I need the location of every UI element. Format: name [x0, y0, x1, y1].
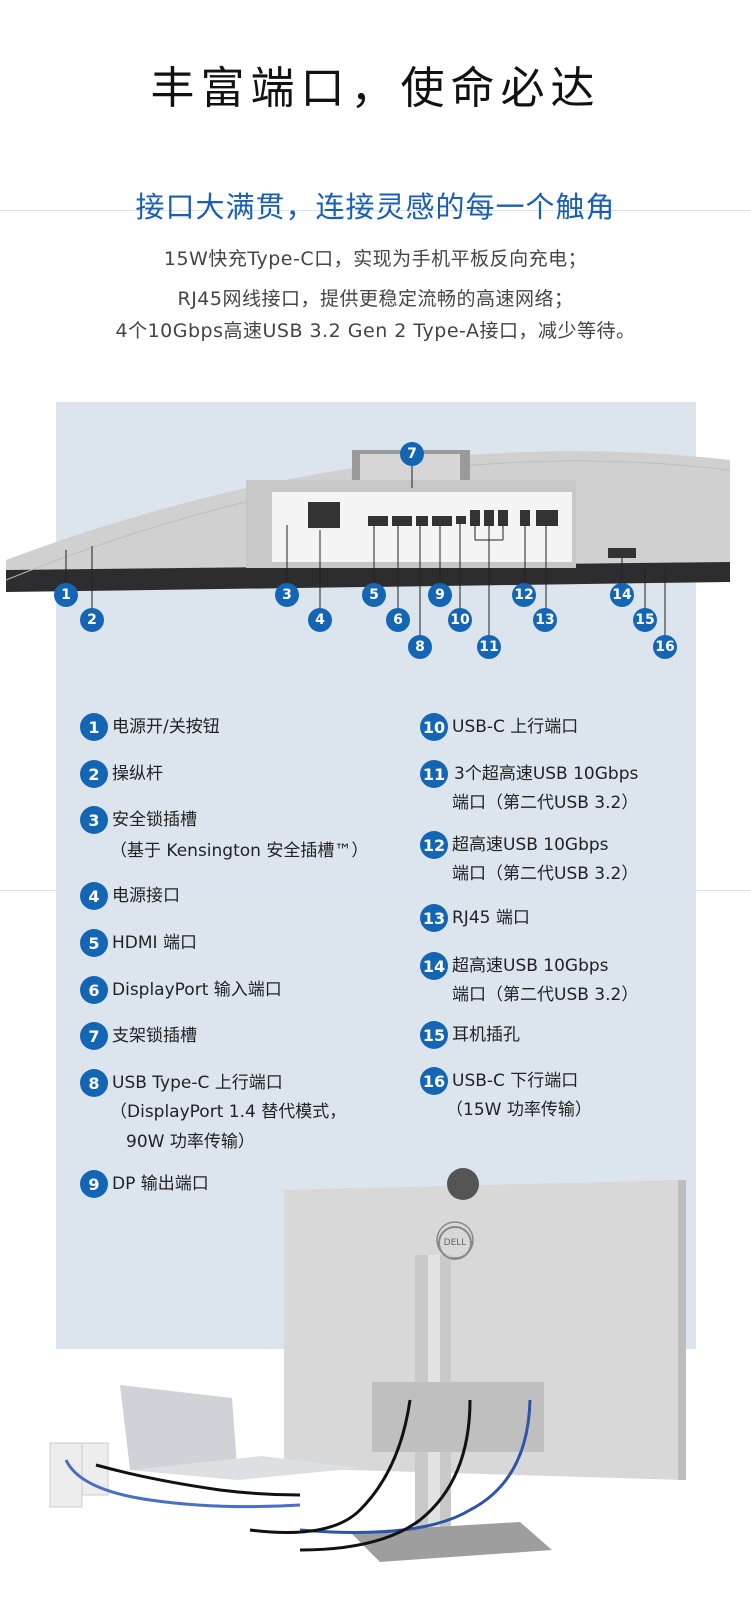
diagram-badge-13: 13 — [533, 608, 557, 632]
legend-label-3: 安全锁插槽 — [112, 810, 197, 830]
monitor-rear-diagram — [5, 450, 731, 635]
diagram-badge-8: 8 — [408, 635, 432, 659]
diagram-badge-5: 5 — [362, 583, 386, 607]
legend-badge-3: 3 — [80, 806, 108, 834]
feature-line-3: 4个10Gbps高速USB 3.2 Gen 2 Type-A接口，减少等待。 — [115, 320, 636, 342]
diagram-badge-7: 7 — [400, 442, 424, 466]
section-subtitle: 接口大满贯，连接灵感的每一个触角 — [135, 190, 616, 224]
legend-badge-13: 13 — [420, 904, 448, 932]
diagram-badge-14: 14 — [610, 583, 634, 607]
legend-badge-10: 10 — [420, 713, 448, 741]
diagram-badge-1: 1 — [54, 583, 78, 607]
legend-label-8: USB Type-C 上行端口 — [112, 1073, 283, 1093]
legend-badge-5: 5 — [80, 929, 108, 957]
diagram-badge-4: 4 — [308, 608, 332, 632]
legend-label-4: 电源接口 — [112, 886, 180, 906]
diagram-badge-10: 10 — [448, 608, 472, 632]
feature-line-1: 15W快充Type-C口，实现为手机平板反向充电； — [163, 248, 588, 270]
legend-label-10: USB-C 上行端口 — [452, 717, 579, 737]
legend-label-7: 支架锁插槽 — [112, 1026, 197, 1046]
legend-sublabel-8a: （DisplayPort 1.4 替代模式， — [110, 1102, 347, 1122]
legend-label-11: 3个超高速USB 10Gbps — [454, 764, 639, 784]
diagram-badge-11: 11 — [477, 635, 501, 659]
legend-label-6: DisplayPort 输入端口 — [112, 980, 282, 1000]
legend-label-14: 超高速USB 10Gbps — [452, 956, 609, 976]
legend-sublabel-16: （15W 功率传输） — [446, 1100, 592, 1120]
legend-sublabel-3: （基于 Kensington 安全插槽™） — [110, 841, 369, 861]
page-title: 丰富端口，使命必达 — [150, 63, 601, 114]
legend-badge-4: 4 — [80, 882, 108, 910]
legend-badge-16: 16 — [420, 1067, 448, 1095]
feature-line-2: RJ45网线接口，提供更稳定流畅的高速网络； — [177, 288, 574, 310]
legend-badge-12: 12 — [420, 831, 448, 859]
legend-label-2: 操纵杆 — [112, 764, 163, 784]
legend-label-9: DP 输出端口 — [112, 1174, 209, 1194]
legend-label-1: 电源开/关按钮 — [112, 717, 220, 737]
divider — [0, 210, 751, 211]
dell-logo: DELL — [438, 1226, 472, 1260]
legend-label-12: 超高速USB 10Gbps — [452, 835, 609, 855]
divider — [0, 890, 751, 891]
legend-badge-8: 8 — [80, 1069, 108, 1097]
diagram-badge-16: 16 — [653, 635, 677, 659]
legend-badge-2: 2 — [80, 760, 108, 788]
legend-badge-14: 14 — [420, 952, 448, 980]
legend-label-5: HDMI 端口 — [112, 933, 197, 953]
legend-sublabel-14: 端口（第二代USB 3.2） — [452, 985, 639, 1005]
legend-badge-15: 15 — [420, 1021, 448, 1049]
diagram-badge-15: 15 — [633, 608, 657, 632]
diagram-badge-9: 9 — [428, 583, 452, 607]
legend-label-16: USB-C 下行端口 — [452, 1071, 579, 1091]
diagram-badge-6: 6 — [386, 608, 410, 632]
legend-label-15: 耳机插孔 — [452, 1025, 520, 1045]
legend-badge-6: 6 — [80, 976, 108, 1004]
diagram-badge-12: 12 — [512, 583, 536, 607]
product-scene-image — [49, 1168, 686, 1562]
legend-sublabel-8b: 90W 功率传输） — [126, 1132, 255, 1152]
legend-badge-9: 9 — [80, 1170, 108, 1198]
legend-badge-11: 11 — [420, 760, 448, 788]
legend-sublabel-11: 端口（第二代USB 3.2） — [452, 793, 639, 813]
legend-label-13: RJ45 端口 — [452, 908, 530, 928]
legend-badge-1: 1 — [80, 713, 108, 741]
legend-badge-7: 7 — [80, 1022, 108, 1050]
diagram-badge-3: 3 — [275, 583, 299, 607]
diagram-badge-2: 2 — [80, 608, 104, 632]
legend-sublabel-12: 端口（第二代USB 3.2） — [452, 864, 639, 884]
